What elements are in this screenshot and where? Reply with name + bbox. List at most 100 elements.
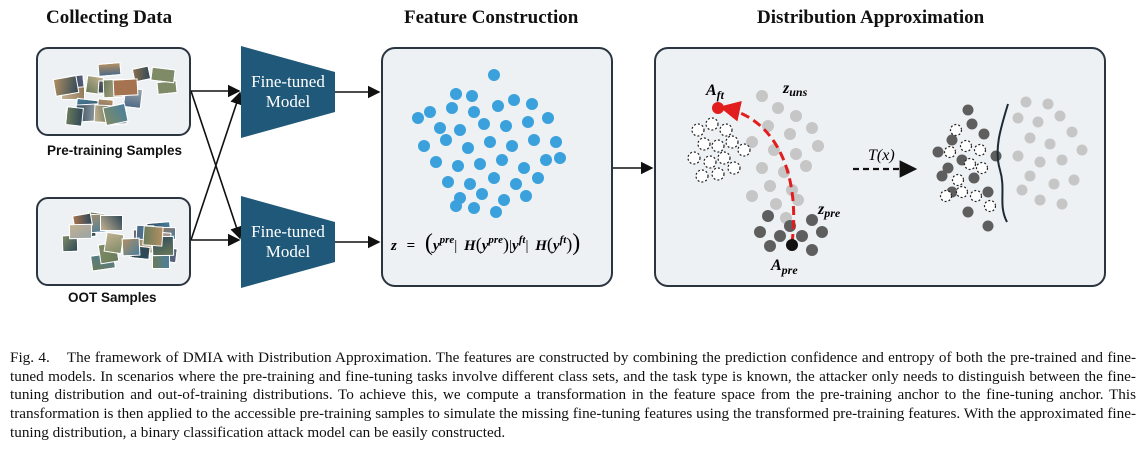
distribution-approximation-title: Distribution Approximation (757, 7, 985, 28)
approx-finetune-point (939, 189, 953, 203)
approx-finetune-point (951, 173, 965, 187)
caption-text: The framework of DMIA with Distribution … (10, 349, 1136, 441)
arrow-oot-to-top-model (190, 91, 243, 241)
approx-finetune-point (983, 199, 997, 213)
approx-finetune-point (969, 189, 983, 203)
finetune-point (705, 117, 719, 131)
pretraining-point (774, 230, 786, 242)
approx-finetune-point (955, 185, 969, 199)
transformed-point (968, 172, 980, 184)
feature-point (430, 156, 442, 168)
pretraining-point (762, 210, 774, 222)
pretraining-image-mosaic (52, 62, 178, 127)
a-pre-anchor-point (786, 239, 798, 251)
feature-point (468, 106, 480, 118)
feature-construction-panel (381, 47, 613, 287)
feature-point (488, 172, 500, 184)
pretraining-point (796, 230, 808, 242)
unseen-point (800, 160, 812, 172)
finetune-point (687, 151, 701, 165)
approx-finetune-point (943, 145, 957, 159)
distribution-left-cluster (687, 90, 828, 256)
top-model-label: Fine-tuned Model (238, 72, 338, 112)
transformed-point (962, 104, 974, 116)
feature-point (490, 206, 502, 218)
other-point (1024, 132, 1036, 144)
unseen-point (772, 102, 784, 114)
finetune-point (703, 155, 717, 169)
bottom-model-label-line1: Fine-tuned (251, 222, 325, 241)
other-point (1024, 170, 1036, 182)
bottom-model-label: Fine-tuned Model (238, 222, 338, 262)
feature-point (446, 102, 458, 114)
finetune-point (727, 161, 741, 175)
feature-point (418, 140, 430, 152)
feature-point (466, 90, 478, 102)
finetune-point (691, 123, 705, 137)
caption-label: Fig. 4. (10, 349, 50, 366)
finetune-point (719, 123, 733, 137)
z-pre-label: zpre (817, 201, 841, 220)
feature-point (554, 152, 566, 164)
bottom-model-shape (241, 196, 335, 288)
other-point (1056, 154, 1068, 166)
pretraining-point (806, 214, 818, 226)
feature-point (540, 154, 552, 166)
feature-point (450, 200, 462, 212)
oot-image-mosaic (54, 209, 178, 277)
approx-finetune-point (949, 123, 963, 137)
other-point (1034, 194, 1046, 206)
feature-point (528, 134, 540, 146)
pretraining-samples-box (36, 47, 191, 136)
feature-point (440, 134, 452, 146)
other-point (1034, 156, 1046, 168)
unseen-point (746, 136, 758, 148)
feature-point (464, 178, 476, 190)
pretraining-point (764, 240, 776, 252)
unseen-point (792, 194, 804, 206)
pretraining-point (806, 244, 818, 256)
other-point (1032, 116, 1044, 128)
sample-thumbnail (100, 215, 123, 231)
feature-point (478, 118, 490, 130)
figure-caption: Fig. 4. The framework of DMIA with Distr… (10, 349, 1136, 443)
other-point (1048, 178, 1060, 190)
a-pre-label: Apre (770, 257, 798, 277)
transformed-point (982, 186, 994, 198)
other-point (1020, 96, 1032, 108)
finetune-point (725, 135, 739, 149)
feature-point (442, 176, 454, 188)
unseen-point (756, 162, 768, 174)
oot-samples-box (36, 197, 191, 286)
feature-point (454, 124, 466, 136)
top-model-label-line1: Fine-tuned (251, 72, 325, 91)
feature-point (434, 122, 446, 134)
unseen-point (784, 128, 796, 140)
approx-finetune-point (975, 161, 989, 175)
approx-finetune-point (959, 139, 973, 153)
feature-point (484, 136, 496, 148)
unseen-point (786, 184, 798, 196)
transformed-point (942, 162, 954, 174)
feature-point (506, 140, 518, 152)
a-ft-label: Aft (705, 82, 725, 102)
other-point (1054, 110, 1066, 122)
z-uns-label: zuns (782, 80, 808, 99)
finetune-point (711, 167, 725, 181)
unseen-point (812, 140, 824, 152)
feature-point (496, 154, 508, 166)
transformed-point (978, 128, 990, 140)
transformed-point (990, 150, 1002, 162)
feature-point (500, 120, 512, 132)
other-point (1042, 98, 1054, 110)
transformed-point (966, 118, 978, 130)
pretraining-point (754, 226, 766, 238)
feature-construction-title: Feature Construction (404, 7, 579, 28)
other-point (1066, 126, 1078, 138)
bottom-model-label-line2: Model (265, 242, 311, 261)
feature-point (424, 106, 436, 118)
other-point (1076, 144, 1088, 156)
finetune-point (717, 151, 731, 165)
transformed-point (936, 170, 948, 182)
feature-point (518, 162, 530, 174)
